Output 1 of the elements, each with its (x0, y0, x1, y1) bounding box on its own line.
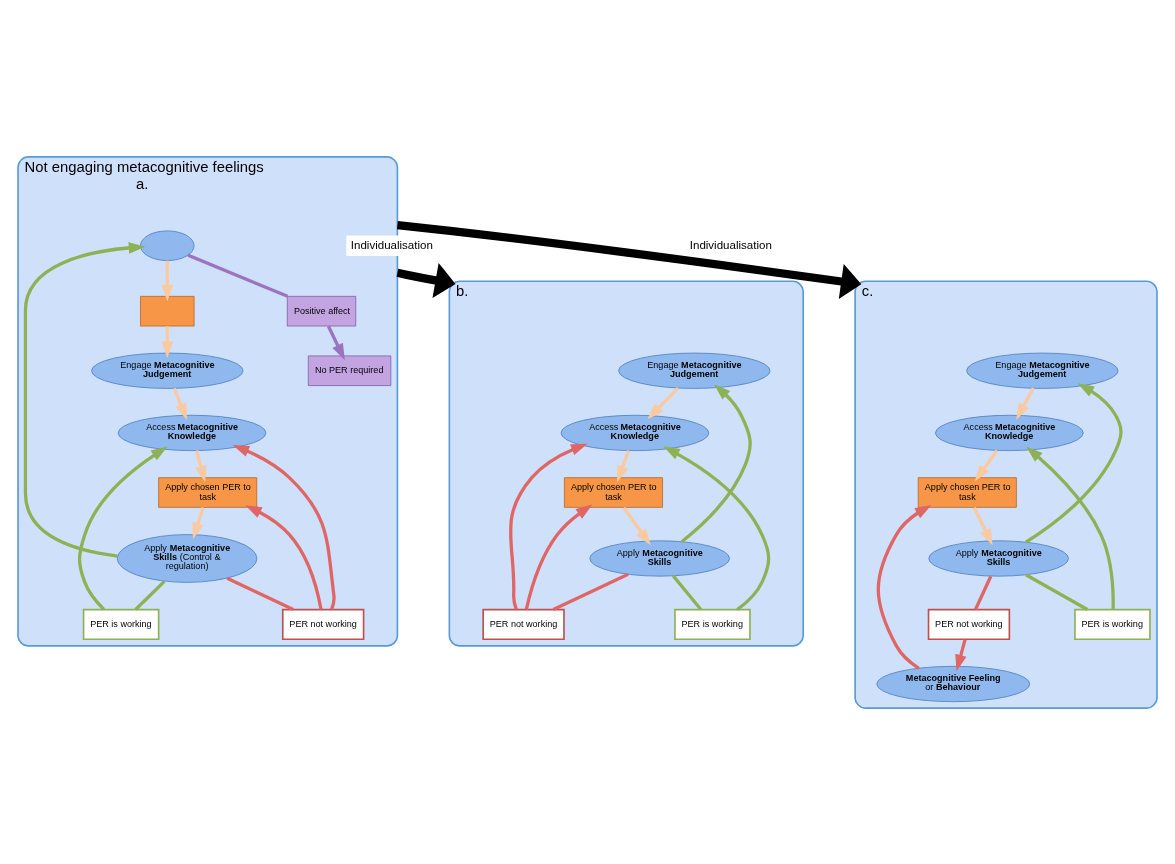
edge-label: Individualisation (689, 238, 772, 251)
